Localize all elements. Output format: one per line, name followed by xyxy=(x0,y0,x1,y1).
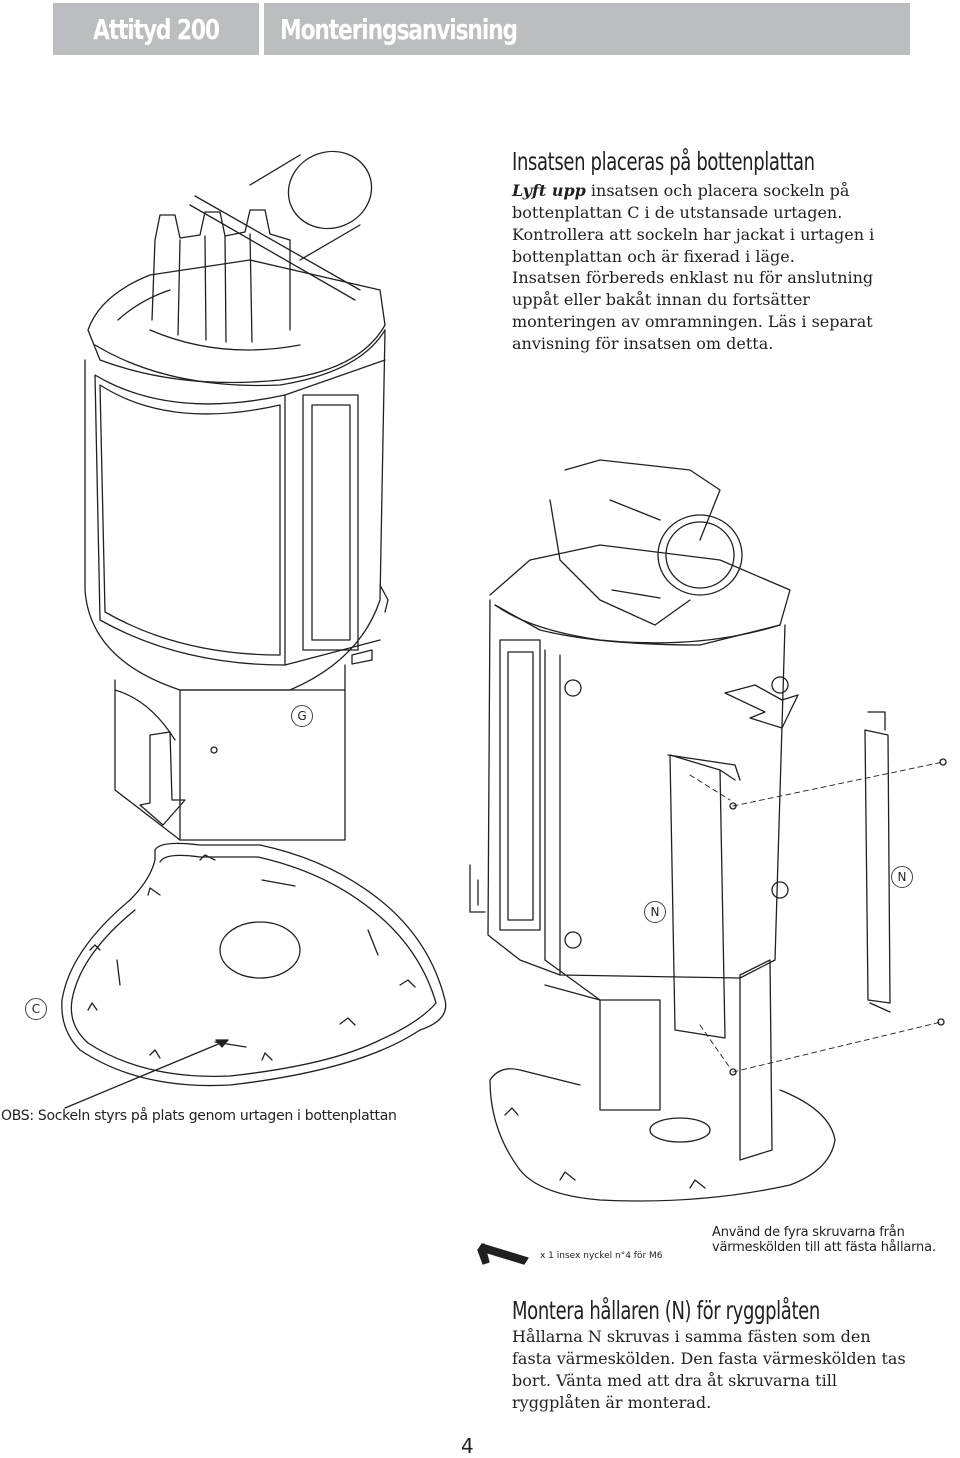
emphasis-lift: Lyft upp xyxy=(512,181,586,200)
base-plate-c xyxy=(61,842,447,1109)
section-paragraph-bracket: Hållarna N skruvas i samma fästen som de… xyxy=(512,1327,906,1412)
product-title-bar: Attityd 200 xyxy=(53,3,259,55)
callout-g: G xyxy=(291,705,313,727)
document-title: Monteringsanvisning xyxy=(280,12,518,46)
product-title: Attityd 200 xyxy=(93,12,220,46)
stove-insert-upper xyxy=(84,150,389,841)
hex-key-icon xyxy=(477,1243,529,1265)
stove-insert-lower xyxy=(469,459,947,1202)
page-number: 4 xyxy=(461,1434,474,1458)
section-paragraph-prepare: Insatsen förbereds enklast nu för anslut… xyxy=(512,268,874,353)
document-title-bar: Monteringsanvisning xyxy=(264,3,910,55)
lift-text: insatsen och placera sockeln på bottenpl… xyxy=(512,181,875,266)
section-heading-bracket: Montera hållaren (N) för ryggplåten xyxy=(512,1296,820,1325)
callout-c: C xyxy=(25,998,47,1020)
note-tool: x 1 insex nyckel n°4 för M6 xyxy=(540,1251,663,1261)
section-heading-placement: Insatsen placeras på bottenplattan xyxy=(512,147,815,176)
note-screws: Använd de fyra skruvarna från värmesköld… xyxy=(712,1225,936,1255)
callout-n-right: N xyxy=(891,866,913,888)
callout-n-left: N xyxy=(644,901,666,923)
section-paragraph-lift: Lyft upp insatsen och placera sockeln på… xyxy=(512,180,902,268)
note-obs: OBS: Sockeln styrs på plats genom urtage… xyxy=(1,1108,397,1124)
